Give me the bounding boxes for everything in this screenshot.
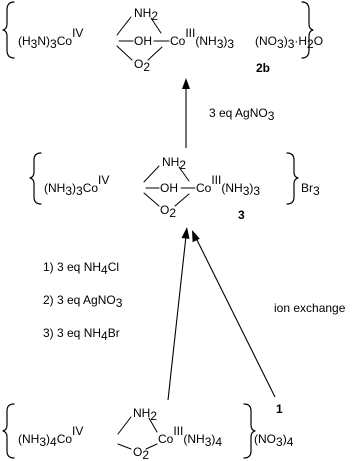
arrow-head [181,227,190,239]
right-metal-group-text: CoIII(NH3)3 [170,26,234,51]
nh2-bridge-text: NH2 [133,406,157,423]
counterion-text: Br3 [301,181,320,198]
right-brace [301,1,314,59]
bond-o2-co-right [145,443,158,450]
right-metal-group-text: CoIII(NH3)4 [158,424,222,449]
o2-bridge-text: O2 [160,203,176,220]
left-metal-group-text: (NH3)3CoIV [44,173,109,198]
arrow-head [192,230,200,243]
left-metal-group-text: (H3N)3CoIV [18,26,83,51]
nh2-bridge-text: NH2 [134,6,158,23]
compound-1-label: 1 [276,402,283,416]
bond-nh2-co-right [178,166,190,182]
oh-bridge-text: OH [134,34,152,48]
arrow-1-to-3 [192,230,276,398]
right-brace [286,152,299,205]
right-brace [243,403,256,459]
step-1-text: 1) 3 eq NH4Cl [43,260,119,277]
right-metal-group-text: CoIII(NH3)3 [196,173,260,198]
bond-o2-co-right [147,46,163,61]
bond-nh2-co-right [150,17,162,34]
compound-label: 3 [238,208,245,222]
step-3-text: 3) 3 eq NH4Br [43,326,120,343]
arrow-shaft [195,237,276,398]
arrow-3-to-2b [182,78,190,148]
arrow-shaft [167,235,187,401]
compound-2b: NH2 (H3N)3CoIV OH CoIII(NH3)3 O2 (NO3)3·… [2,1,323,75]
bond-co-o2-left [116,45,133,61]
arrow-4-to-3 [167,227,190,401]
ion-exchange-text: ion exchange [274,301,346,315]
step-2-text: 2) 3 eq AgNO3 [43,293,123,310]
o2-bridge-text: O2 [134,57,150,74]
reagent-agno3-text: 3 eq AgNO3 [209,106,275,123]
arrow-head [182,78,190,89]
bond-co-o2-left [117,443,132,450]
counterion-text: (NO3)3·H2O [255,34,323,51]
o2-bridge-text: O2 [133,445,149,461]
bond-nh2-co-right [148,417,158,433]
bond-o2-co-right [174,193,190,207]
nh2-bridge-text: NH2 [162,155,186,172]
left-brace [29,152,42,205]
compound-3: NH2 (NH3)3CoIV OH CoIII(NH3)3 O2 Br3 3 [29,152,320,222]
bond-co-nh2-left [117,416,132,435]
oh-bridge-text: OH [160,181,178,195]
left-brace [2,1,15,59]
left-brace [2,403,15,459]
bond-co-o2-left [143,192,160,207]
compound-4: NH2 (NH3)4CoIV CoIII(NH3)4 O2 (NO3)4 4 [2,403,294,461]
compound-label: 2b [256,61,270,75]
counterion-text: (NO3)4 [254,432,294,449]
left-metal-group-text: (NH3)4CoIV [18,424,83,449]
bond-co-nh2-left [143,165,160,183]
bond-co-nh2-left [116,16,132,36]
